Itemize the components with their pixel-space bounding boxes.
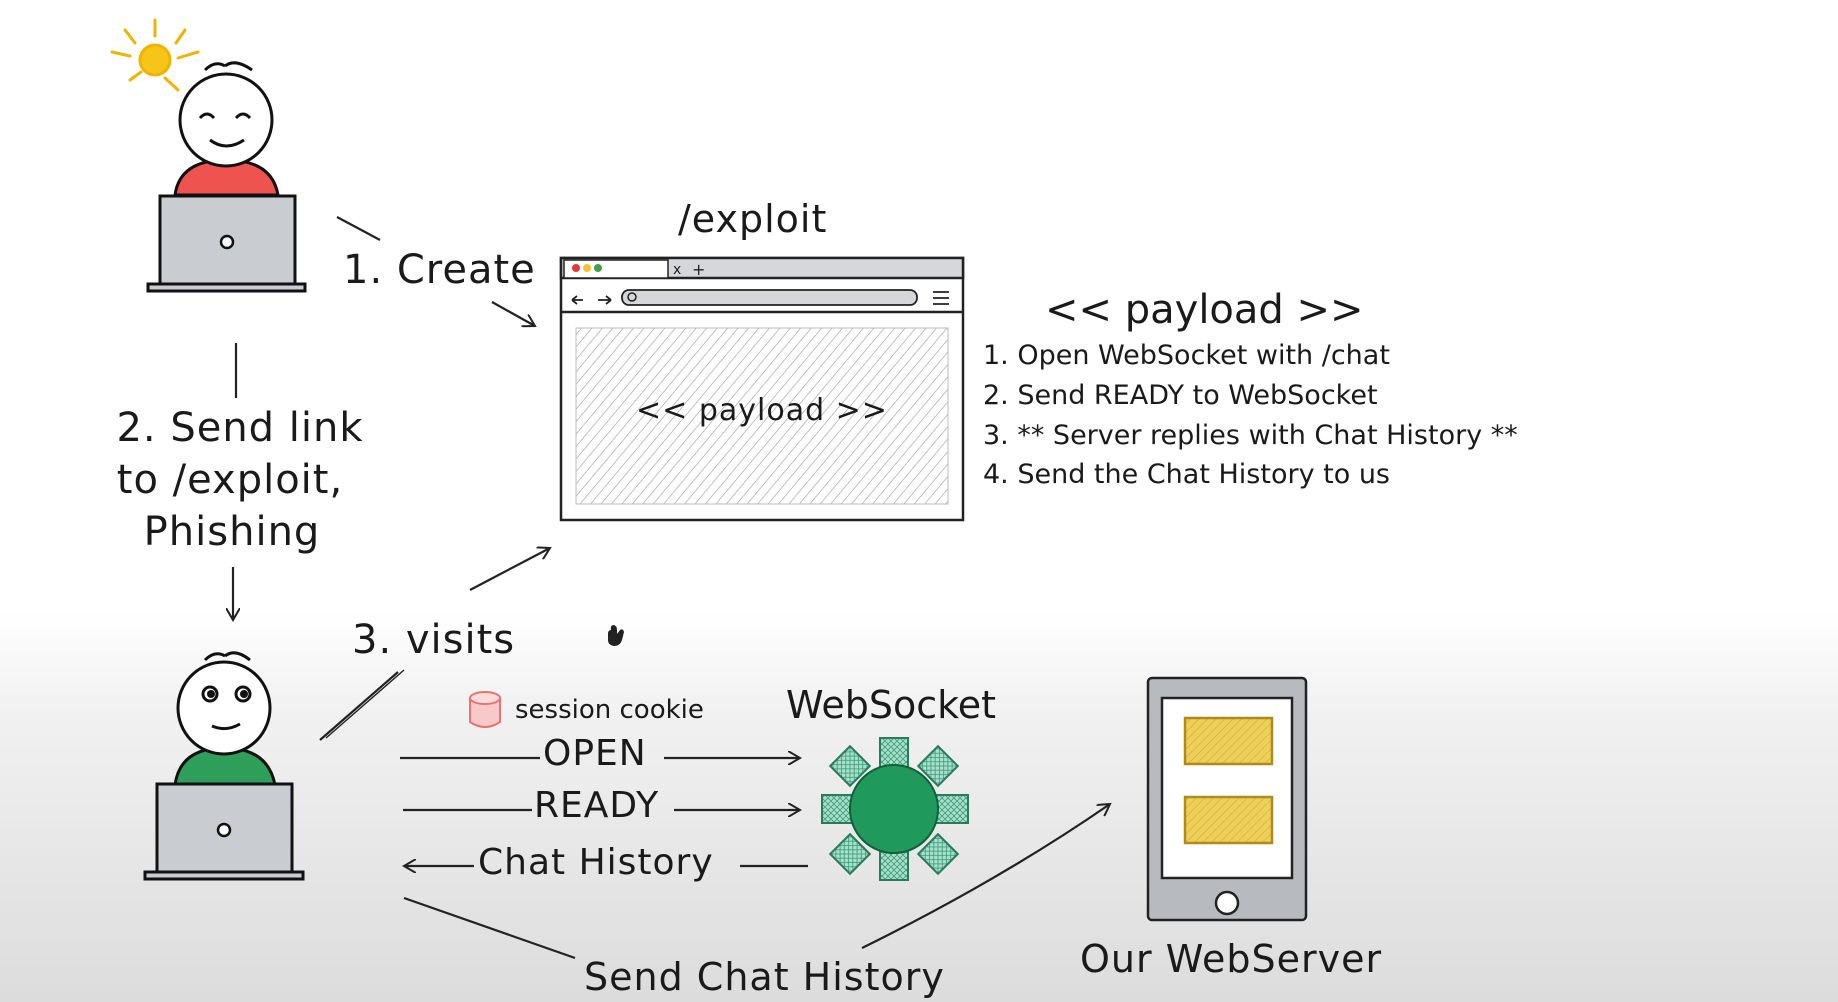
send-link-label-1: 2. Send link xyxy=(116,405,364,451)
browser-window: x + xyxy=(559,256,965,522)
websocket-label: WebSocket xyxy=(786,683,997,727)
our-webserver-label: Our WebServer xyxy=(1080,937,1383,981)
payload-title: << payload >> xyxy=(1045,287,1364,333)
laptop-icon xyxy=(143,782,305,881)
payload-step: 3. ** Server replies with Chat History *… xyxy=(983,420,1518,451)
browser-payload-label: << payload >> xyxy=(636,393,888,428)
send-link-label-2: to /exploit, xyxy=(116,457,344,503)
phone-server-icon xyxy=(1146,676,1308,922)
svg-text:x: x xyxy=(673,262,681,278)
sun-icon xyxy=(110,18,200,92)
payload-step: 4. Send the Chat History to us xyxy=(983,459,1391,490)
open-label: OPEN xyxy=(543,733,647,774)
send-chat-history-label: Send Chat History xyxy=(584,955,945,999)
connector-lines xyxy=(233,216,1110,960)
visits-label: 3. visits xyxy=(352,617,516,663)
payload-step: 2. Send READY to WebSocket xyxy=(983,380,1378,411)
send-link-label-3: Phishing xyxy=(143,509,321,555)
websocket-gear-icon xyxy=(821,737,969,881)
hand-cursor-icon xyxy=(608,625,624,646)
attacker-figure xyxy=(173,61,280,197)
chat-history-label: Chat History xyxy=(478,842,714,883)
session-cookie-label: session cookie xyxy=(515,695,704,725)
svg-text:+: + xyxy=(692,260,705,279)
payload-step: 1. Open WebSocket with /chat xyxy=(983,340,1390,371)
ready-label: READY xyxy=(534,785,660,826)
cookie-icon xyxy=(469,691,501,728)
create-label: 1. Create xyxy=(343,247,536,293)
victim-figure xyxy=(173,651,277,787)
exploit-title: /exploit xyxy=(678,197,828,241)
laptop-icon xyxy=(146,194,307,293)
